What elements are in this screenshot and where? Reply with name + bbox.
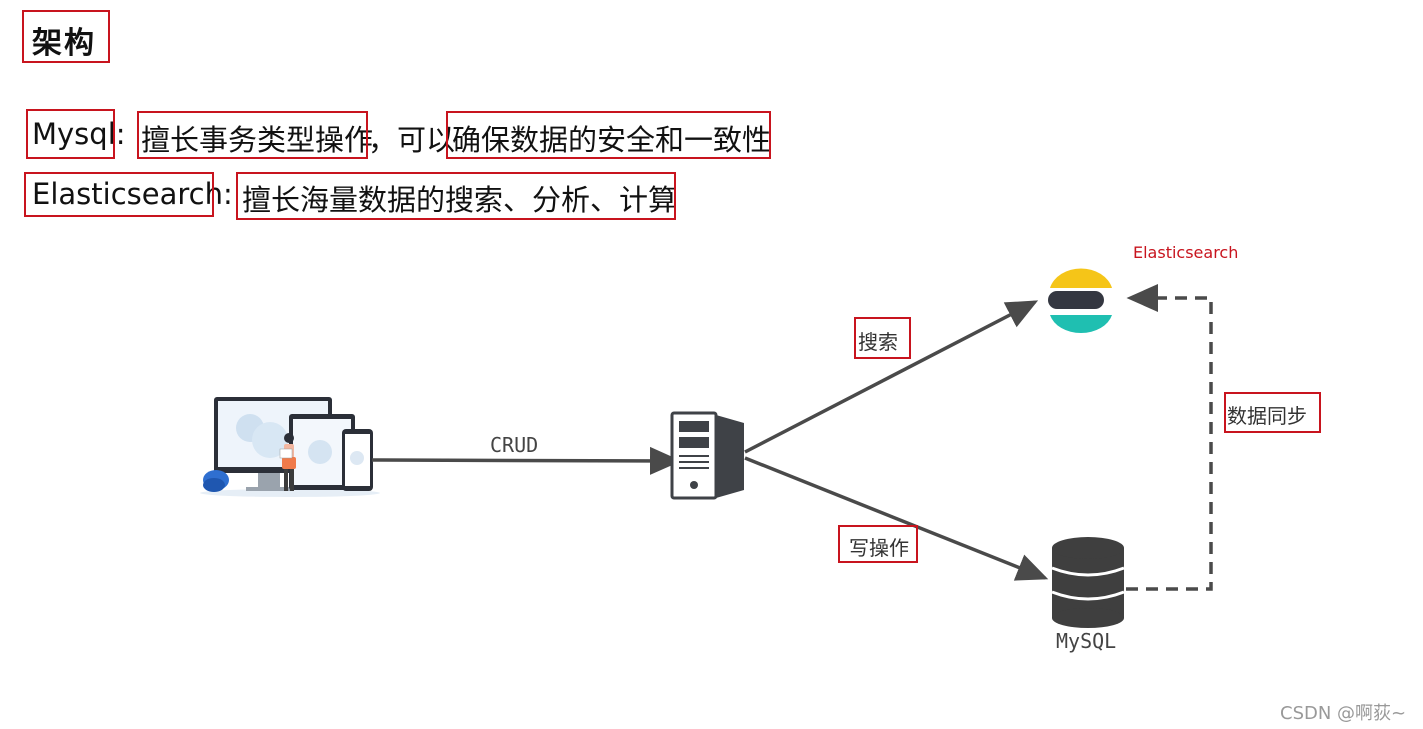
sync-arrow <box>1126 284 1213 591</box>
crud-arrow <box>371 446 682 475</box>
mysql-guarantee-box <box>446 111 771 159</box>
mysql-name-box <box>26 109 115 159</box>
mysql-sep: : <box>115 117 126 151</box>
client-devices-icon <box>200 397 380 497</box>
watermark: CSDN @啊荻~ <box>1280 703 1407 724</box>
page-title: 架构 <box>32 26 96 61</box>
crud-label: CRUD <box>490 433 539 457</box>
es-name: Elasticsearch <box>32 177 223 211</box>
es-node-label: Elasticsearch <box>1133 243 1239 262</box>
mysql-guarantee: 确保数据的安全和一致性 <box>452 123 772 157</box>
search-label-box <box>854 317 911 359</box>
write-label: 写操作 <box>849 536 909 560</box>
es-name-box <box>24 172 214 217</box>
title-highlight-box <box>22 10 110 63</box>
mysql-strength-box <box>137 111 368 159</box>
es-line: Elasticsearch: <box>32 177 233 211</box>
mysql-line: Mysql: <box>32 117 126 151</box>
write-label-box <box>838 525 918 563</box>
es-strength: 擅长海量数据的搜索、分析、计算 <box>242 183 678 217</box>
mysql-strength: 擅长事务类型操作 <box>141 123 374 157</box>
sync-label: 数据同步 <box>1227 404 1307 428</box>
es-sep: : <box>222 177 233 211</box>
sync-label-box <box>1224 392 1321 433</box>
es-strength-box <box>236 172 676 220</box>
mysql-database-icon <box>1051 537 1125 628</box>
mysql-node-label: MySQL <box>1056 629 1117 653</box>
mysql-comma: ，可以 <box>368 123 456 157</box>
search-arrow <box>744 300 1039 454</box>
mysql-name: Mysql <box>32 117 116 151</box>
elasticsearch-logo-icon <box>1048 268 1112 334</box>
search-label: 搜索 <box>858 330 898 354</box>
server-icon <box>670 411 744 500</box>
write-arrow <box>744 456 1049 581</box>
